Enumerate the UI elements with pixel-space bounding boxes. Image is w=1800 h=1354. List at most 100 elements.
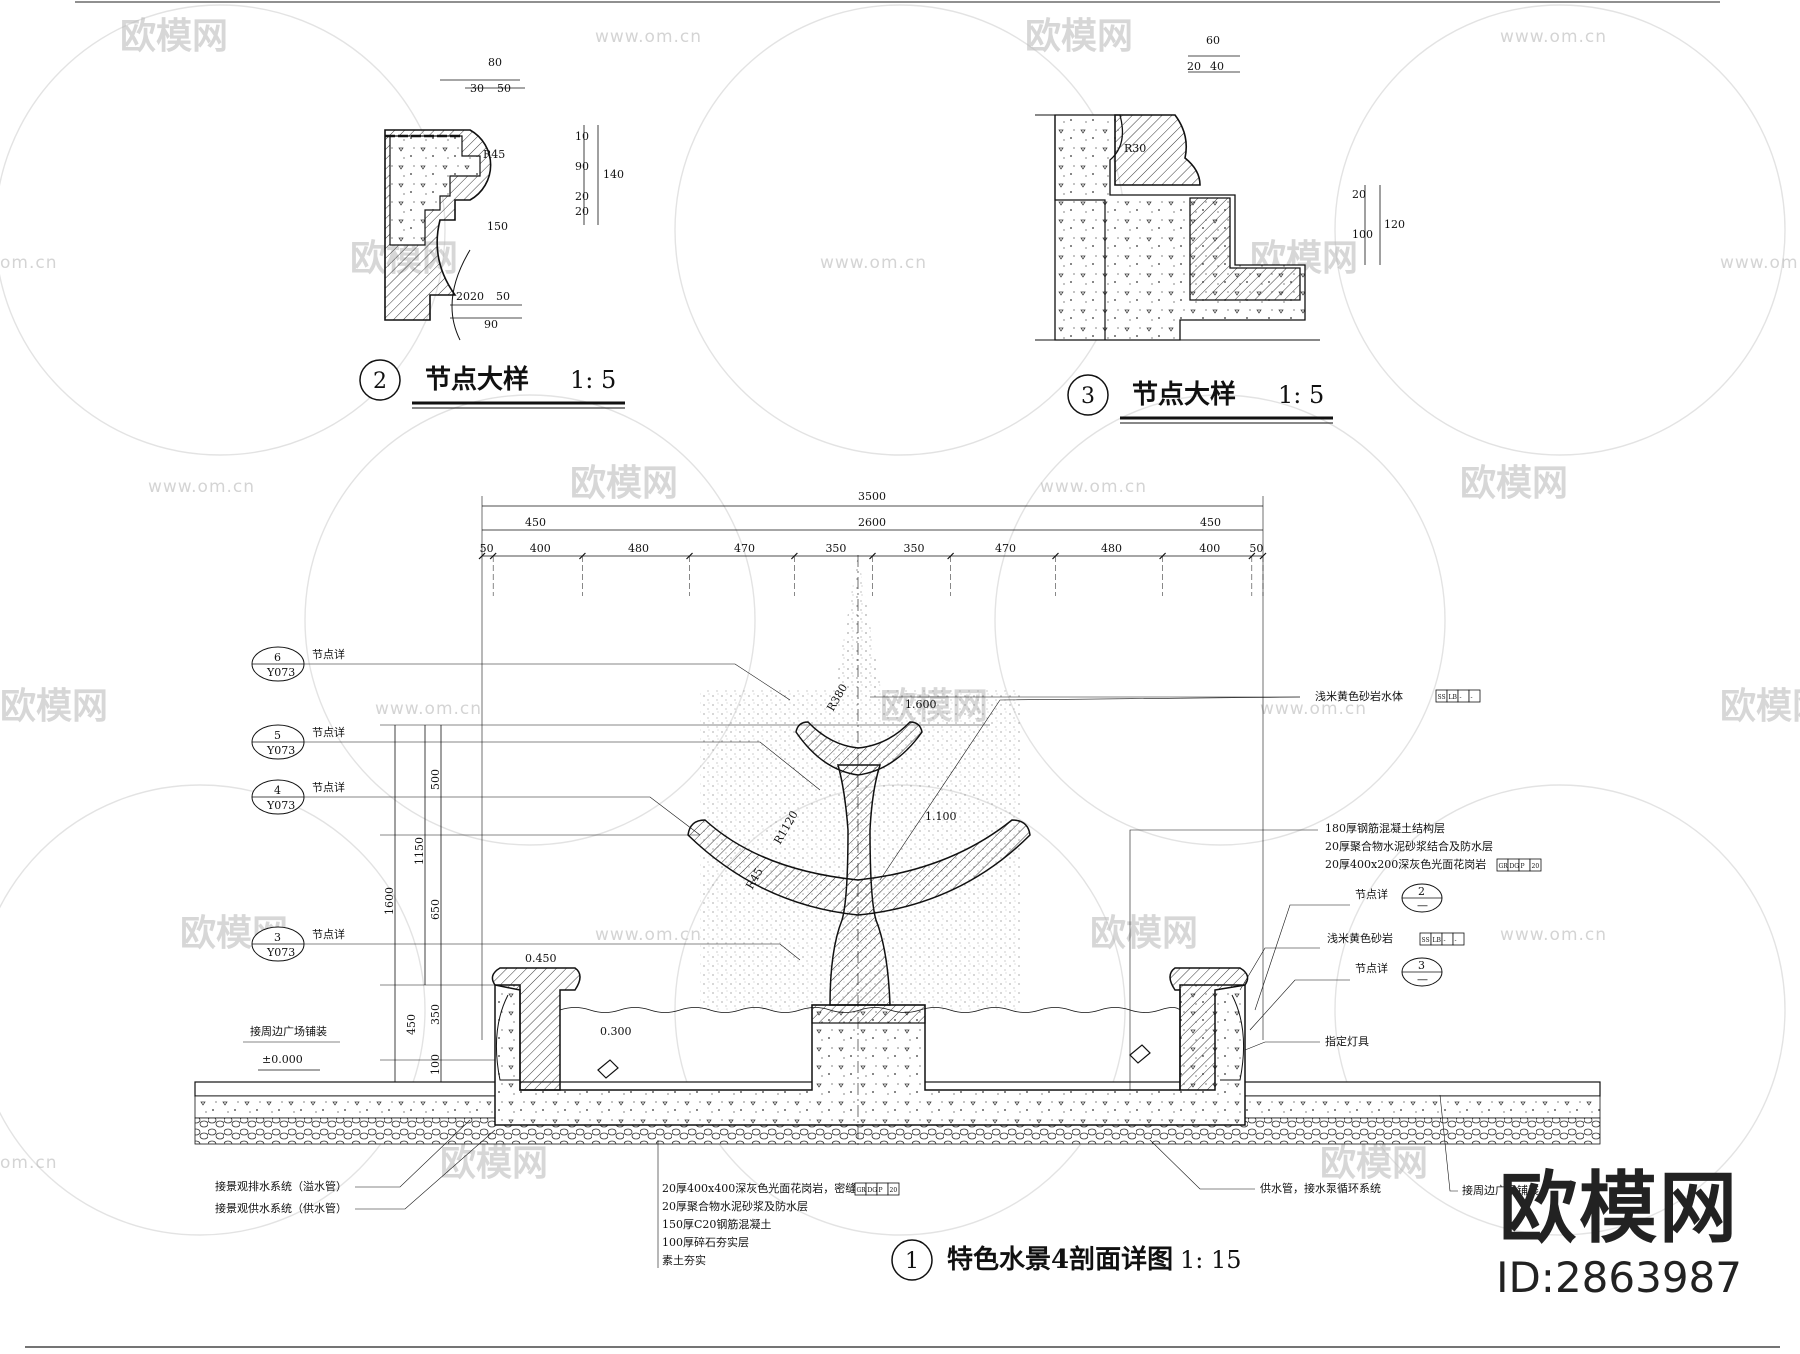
- dim-row-value: 350: [904, 542, 925, 555]
- detail-3-scale: 1: 5: [1278, 381, 1324, 409]
- d3-right-b: 100: [1352, 228, 1373, 241]
- detail-number-circle: [891, 1239, 933, 1281]
- tag-code: 20: [1532, 863, 1540, 870]
- d2-bot-a: 20: [456, 290, 470, 303]
- detail-3-number: 3: [1081, 384, 1095, 409]
- dim-row-value: 50: [1249, 542, 1263, 555]
- section-1-levels: 1.600 1.100 0.450 0.300 ±0.000: [258, 696, 1300, 1071]
- callout-label: 节点详: [312, 647, 345, 661]
- callout-label: 节点详: [312, 927, 345, 941]
- section-1-scale: 1: 15: [1180, 1246, 1242, 1274]
- level-rim: 0.450: [525, 952, 557, 965]
- tag-code: -: [1455, 937, 1457, 944]
- callout-num: 3: [1418, 959, 1425, 972]
- section-1-title: 1 特色水景4剖面详图 1: 15: [891, 1239, 1242, 1281]
- core-fill: [389, 135, 481, 246]
- watermark-url: www.om.cn: [595, 925, 702, 945]
- dim-row-value: 50: [480, 542, 494, 555]
- note-paving-left: 接周边广场铺装: [250, 1024, 327, 1038]
- leader-line: [355, 1119, 471, 1188]
- tag-code: P: [1521, 863, 1525, 870]
- callout-detail-4[interactable]: 4 Y073 节点详: [251, 779, 701, 836]
- note-layer-2: 20厚聚合物水泥砂浆结合及防水层: [1325, 839, 1493, 853]
- dim-row-value: 400: [1199, 542, 1220, 555]
- d3-right-total: 120: [1384, 218, 1405, 231]
- callout-sheet: Y073: [266, 799, 295, 812]
- dim-side-left: 450: [525, 516, 546, 529]
- note-pump: 供水管，接水泵循环系统: [1260, 1181, 1381, 1195]
- note-base-2: 20厚聚合物水泥砂浆及防水层: [662, 1199, 808, 1213]
- dim-row-value: 350: [825, 542, 846, 555]
- pedestal-collar: [811, 1004, 926, 1024]
- dim-h100: 100: [429, 1054, 442, 1075]
- cladding-stone: [1189, 197, 1301, 301]
- watermark-url: www.om.cn: [1500, 27, 1607, 47]
- brand-id: ID:2863987: [1496, 1253, 1742, 1302]
- bowl-upper: [795, 721, 923, 776]
- detail-3-title: 3 节点大样 1: 5: [1067, 374, 1333, 424]
- d2-bot-total: 90: [484, 318, 498, 331]
- note-sandstone-body: 浅米黄色砂岩水体: [1315, 689, 1403, 703]
- leader-line: [355, 1129, 496, 1210]
- note-layer-1: 180厚钢筋混凝土结构层: [1325, 821, 1445, 835]
- callout-num: 4: [274, 784, 281, 797]
- note-layer-3: 20厚400x200深灰色光面花岗岩: [1325, 857, 1486, 871]
- d2-right-d: 20: [575, 205, 589, 218]
- tag-cell: [1529, 858, 1542, 872]
- note-lamp: 指定灯具: [1325, 1034, 1369, 1048]
- note-base-1: 20厚400x400深灰色光面花岗岩，密缝: [662, 1181, 856, 1195]
- watermark-brand: 欧模网: [1720, 686, 1800, 727]
- d2-right-c: 20: [575, 190, 589, 203]
- callout-sheet: —: [1417, 973, 1428, 986]
- dim-tick: [478, 552, 486, 560]
- tag-code: -: [1460, 694, 1462, 701]
- watermark-url: om.cn: [0, 1153, 58, 1173]
- tag-code: -: [1471, 694, 1473, 701]
- callout-detail-5[interactable]: 5 Y073 节点详: [251, 724, 821, 791]
- rim-right-profile: [1220, 994, 1245, 1081]
- level-water: 0.300: [600, 1025, 632, 1038]
- detail-2-number: 2: [373, 369, 387, 394]
- watermark-brand: 欧模网: [120, 16, 228, 57]
- callout-detail-2-right[interactable]: 节点详 2 —: [1254, 883, 1443, 1011]
- d2-r150: 150: [487, 220, 508, 233]
- detail-3-drawing: 60 20 40 R30 20 100 120: [1035, 34, 1405, 341]
- watermark-brand: 欧模网: [440, 1143, 548, 1184]
- watermark-brand: 欧模网: [1320, 1143, 1428, 1184]
- watermark-brand: 欧模网: [0, 686, 108, 727]
- lamp-icon: [597, 1059, 619, 1079]
- leader-line: [1149, 1139, 1255, 1190]
- rim-left: [491, 967, 581, 1091]
- brand-logo: 欧模网: [1499, 1164, 1740, 1254]
- lamp-icon: [1129, 1044, 1151, 1064]
- level-top: 1.600: [905, 698, 937, 711]
- tag-code: LB: [1449, 694, 1458, 701]
- tag-code: GR: [1499, 863, 1509, 870]
- watermark-brand: 欧模网: [1025, 16, 1133, 57]
- detail-2-drawing: 80 30 50 10 90 20 20 140 R45 150 20 20 5…: [384, 56, 624, 341]
- dim-middle: 2600: [858, 516, 886, 529]
- watermark-url: om.cn: [0, 253, 58, 273]
- dim-overall: 3500: [858, 490, 886, 503]
- d3-top-a: 20: [1187, 60, 1201, 73]
- watermark-brand: 欧模网: [570, 463, 678, 504]
- leader-line: [1244, 1041, 1320, 1051]
- section-1-left-callouts: 6 Y073 节点详 5 Y073 节点详 4 Y073 节点详 3 Y073 …: [215, 646, 821, 1215]
- callout-detail-6[interactable]: 6 Y073 节点详: [251, 646, 791, 701]
- callout-detail-3-right[interactable]: 节点详 3 —: [1249, 957, 1443, 1031]
- callout-detail-3-left[interactable]: 3 Y073 节点详: [251, 926, 801, 962]
- watermark-url: www.om.cn: [148, 477, 255, 497]
- detail-3-title-text: 节点大样: [1132, 379, 1236, 410]
- dim-row-value: 480: [628, 542, 649, 555]
- dim-row-value: 400: [530, 542, 551, 555]
- tag-code: LB: [1433, 937, 1442, 944]
- dim-h1600: 1600: [383, 887, 396, 915]
- d2-top-b: 50: [497, 82, 511, 95]
